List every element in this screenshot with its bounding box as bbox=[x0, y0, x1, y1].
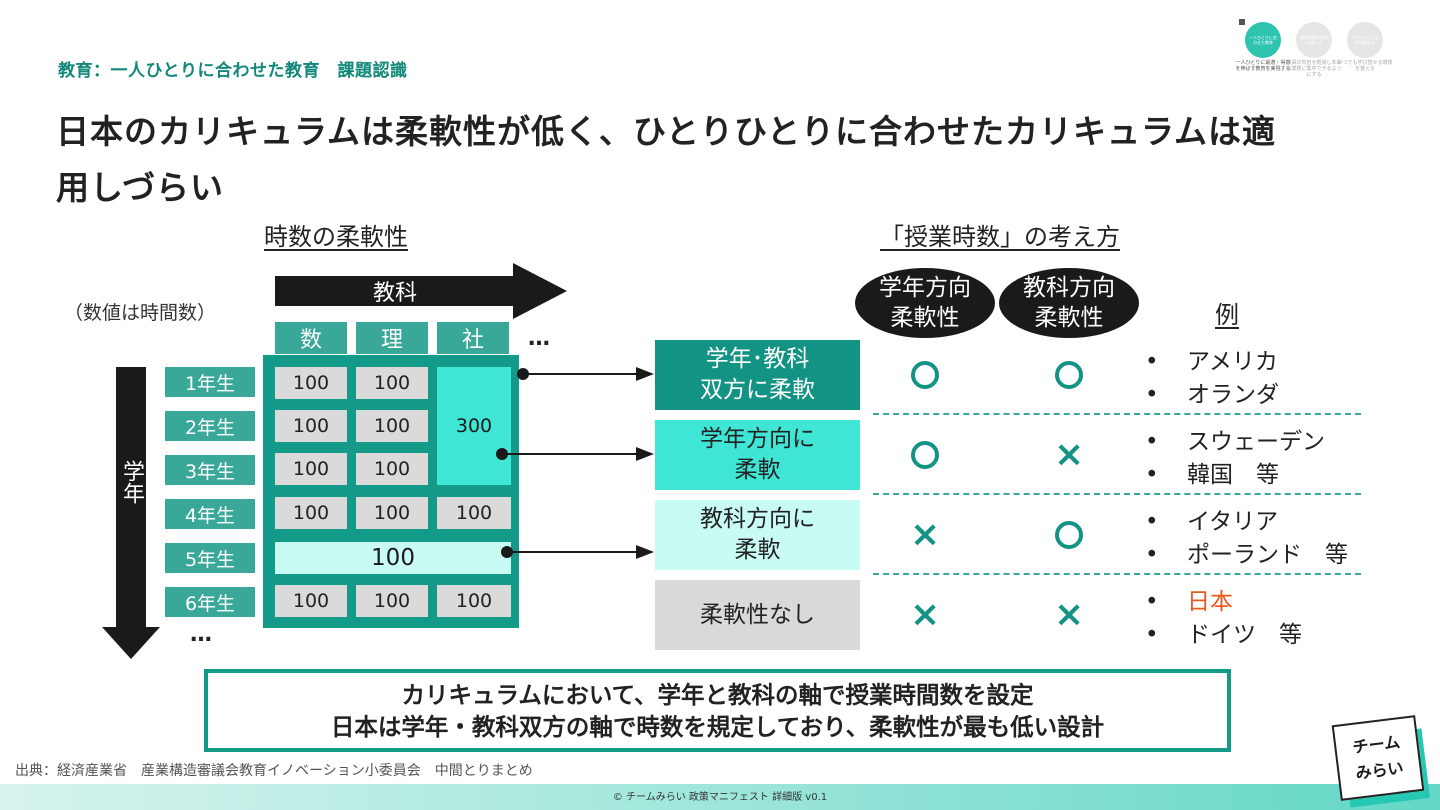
nav-caption-3: いつでも学び直せる環境を整える bbox=[1337, 60, 1393, 72]
category-no-flexibility: 柔軟性なし bbox=[655, 580, 860, 650]
bullet-icon: • bbox=[1145, 349, 1159, 375]
example-item: •ポーランド 等 bbox=[1145, 542, 1348, 568]
category-subject-flexible: 教科方向に 柔軟 bbox=[655, 500, 860, 570]
nav-marker-icon bbox=[1239, 19, 1245, 25]
cell-social-merged: 300 bbox=[437, 367, 511, 485]
subject-axis-label: 教科 bbox=[372, 281, 417, 306]
connector-arrow-icon bbox=[636, 367, 654, 381]
cross-mark-icon: × bbox=[1054, 434, 1085, 475]
subjects-more: … bbox=[528, 326, 553, 351]
left-heading: 時数の柔軟性 bbox=[264, 223, 408, 251]
example-item: •韓国 等 bbox=[1145, 462, 1279, 488]
connector-arrow-icon bbox=[636, 545, 654, 559]
category-grade-flexible: 学年方向に 柔軟 bbox=[655, 420, 860, 490]
grade-label-5: 5年生 bbox=[165, 543, 255, 573]
grade-axis-label: 学年 bbox=[119, 460, 144, 504]
breadcrumb: 教育：一人ひとりに合わせた教育 課題認識 bbox=[58, 61, 408, 81]
summary-line-1: カリキュラムにおいて、学年と教科の軸で授業時間数を設定 bbox=[401, 680, 1034, 709]
bullet-icon: • bbox=[1145, 429, 1159, 455]
nav-caption-1: 一人ひとりに最適・得意を伸ばす教育を実現する bbox=[1235, 60, 1291, 72]
subject-arrow-head-icon bbox=[513, 263, 567, 319]
col-header-subject-flex: 教科方向 柔軟性 bbox=[999, 268, 1139, 338]
unit-note: （数値は時間数） bbox=[64, 302, 217, 324]
example-item: •イタリア bbox=[1145, 509, 1279, 535]
nav-step-1[interactable]: 一人ひとりに合わせた教育 bbox=[1245, 22, 1281, 58]
bullet-icon: • bbox=[1145, 622, 1159, 648]
row-separator bbox=[873, 413, 1361, 415]
grade-label-2: 2年生 bbox=[165, 411, 255, 441]
example-japan-highlight: 日本 bbox=[1187, 589, 1233, 615]
bullet-icon: • bbox=[1145, 462, 1159, 488]
connector-line bbox=[507, 551, 637, 553]
example-item: • 日本 bbox=[1145, 582, 1233, 616]
page-title: 日本のカリキュラムは柔軟性が低く、ひとりひとりに合わせたカリキュラムは適用しづら… bbox=[56, 112, 1277, 207]
bullet-icon: • bbox=[1145, 382, 1159, 408]
bullet-icon: • bbox=[1145, 509, 1159, 535]
grades-more: … bbox=[190, 622, 215, 647]
cell-g2-science: 100 bbox=[356, 410, 428, 442]
row-separator bbox=[873, 493, 1361, 495]
right-heading: 「授業時数」の考え方 bbox=[880, 223, 1120, 251]
cross-mark-icon: × bbox=[1054, 594, 1085, 635]
row-separator bbox=[873, 573, 1361, 575]
cell-g6-science: 100 bbox=[356, 585, 428, 617]
circle-mark-icon bbox=[1055, 521, 1083, 549]
cell-g3-math: 100 bbox=[275, 453, 347, 485]
nav-step-3[interactable]: 人生のどこでも学び直せる bbox=[1347, 22, 1383, 58]
cross-mark-icon: × bbox=[910, 594, 941, 635]
subject-arrow bbox=[275, 276, 515, 306]
grade-arrow-head-icon bbox=[102, 627, 160, 659]
subject-header-social: 社 bbox=[437, 322, 509, 354]
cell-g4-math: 100 bbox=[275, 497, 347, 529]
grade-label-6: 6年生 bbox=[165, 587, 255, 617]
category-both-flexible: 学年･教科 双方に柔軟 bbox=[655, 340, 860, 410]
cell-g3-science: 100 bbox=[356, 453, 428, 485]
example-item: •アメリカ bbox=[1145, 349, 1278, 375]
grade-label-4: 4年生 bbox=[165, 499, 255, 529]
grade-label-1: 1年生 bbox=[165, 367, 255, 397]
team-mirai-logo: チーム みらい bbox=[1331, 715, 1425, 801]
cross-mark-icon: × bbox=[910, 514, 941, 555]
footer-band bbox=[0, 784, 1440, 810]
cell-g6-social: 100 bbox=[437, 585, 511, 617]
connector-arrow-icon bbox=[636, 447, 654, 461]
nav-caption-2: 教員の負担を軽減し本来の業務に集中できるようにする bbox=[1286, 60, 1342, 78]
cell-g1-science: 100 bbox=[356, 367, 428, 399]
example-item: •オランダ bbox=[1145, 382, 1279, 408]
footer-copyright: © チームみらい 政策マニフェスト 詳細版 v0.1 bbox=[612, 792, 828, 803]
cell-g6-math: 100 bbox=[275, 585, 347, 617]
summary-line-2: 日本は学年・教科双方の軸で時数を規定しており、柔軟性が最も低い設計 bbox=[330, 712, 1105, 741]
summary-box: カリキュラムにおいて、学年と教科の軸で授業時間数を設定 日本は学年・教科双方の軸… bbox=[204, 669, 1231, 752]
circle-mark-icon bbox=[911, 441, 939, 469]
subject-header-science: 理 bbox=[356, 322, 428, 354]
grade-arrow bbox=[116, 367, 146, 629]
example-item: •ドイツ 等 bbox=[1145, 622, 1302, 648]
col-header-grade-flex: 学年方向 柔軟性 bbox=[855, 268, 995, 338]
cell-g2-math: 100 bbox=[275, 410, 347, 442]
connector-line bbox=[523, 373, 637, 375]
bullet-icon: • bbox=[1145, 589, 1159, 615]
nav-step-2[interactable]: 教育現場の負担を減らす bbox=[1296, 22, 1332, 58]
col-header-examples: 例 bbox=[1215, 301, 1239, 329]
cell-g5-merged: 100 bbox=[275, 542, 511, 574]
subject-header-math: 数 bbox=[275, 322, 347, 354]
example-item: •スウェーデン bbox=[1145, 429, 1325, 455]
circle-mark-icon bbox=[1055, 361, 1083, 389]
connector-line bbox=[502, 453, 637, 455]
cell-g4-science: 100 bbox=[356, 497, 428, 529]
cell-g1-math: 100 bbox=[275, 367, 347, 399]
bullet-icon: • bbox=[1145, 542, 1159, 568]
grade-label-3: 3年生 bbox=[165, 455, 255, 485]
cell-g4-social: 100 bbox=[437, 497, 511, 529]
source-note: 出典：経済産業省 産業構造審議会教育イノベーション小委員会 中間とりまとめ bbox=[15, 763, 533, 779]
circle-mark-icon bbox=[911, 361, 939, 389]
